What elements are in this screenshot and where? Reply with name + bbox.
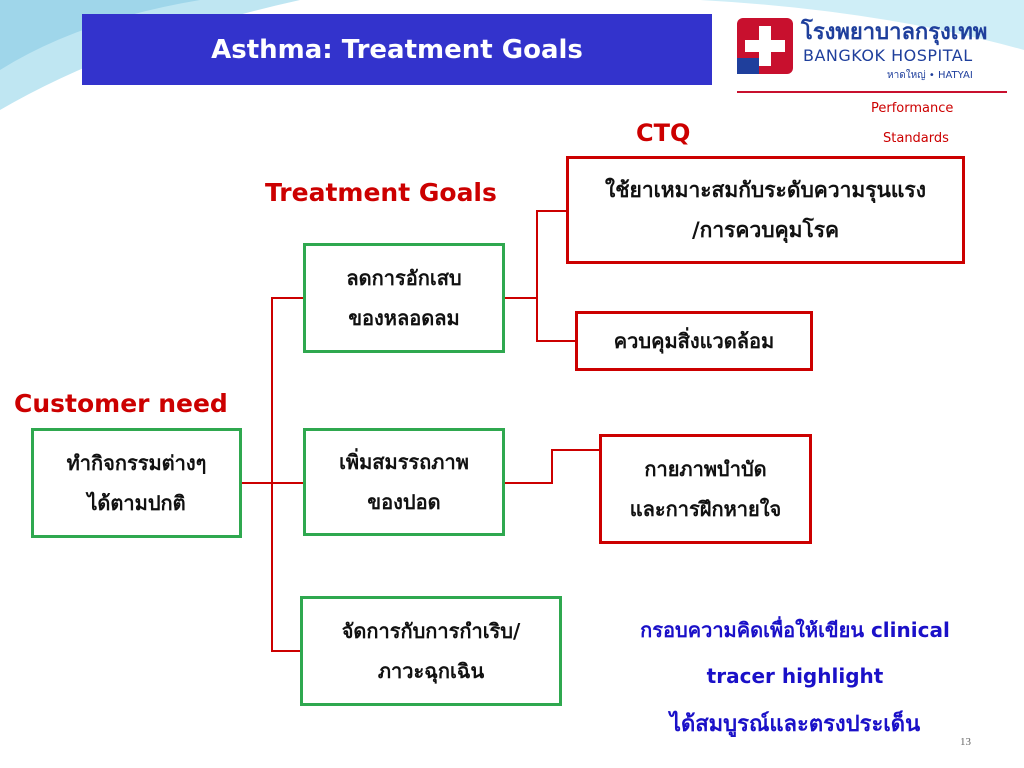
customer-need-heading: Customer need [14, 389, 228, 418]
background-decoration [0, 0, 1024, 110]
logo-branch: หาดใหญ่ • HATYAI [887, 70, 973, 81]
goal-2-line-1: เพิ่มสมรรถภาพ [339, 450, 469, 474]
goal-box-exacerbation: จัดการกับการกำเริบ/ ภาวะฉุกเฉิน [300, 596, 562, 706]
hospital-cross-icon [737, 18, 793, 74]
page-number: 13 [960, 736, 971, 748]
caption-line-1: กรอบความคิดเพื่อให้เขียน clinical [640, 618, 950, 642]
goal-3-line-1: จัดการกับการกำเริบ/ [341, 619, 521, 643]
ctq-box-physiotherapy: กายภาพบำบัด และการฝึกหายใจ [599, 434, 812, 544]
ctq-1-line-1: ใช้ยาเหมาะสมกับระดับความรุนแรง [605, 178, 926, 202]
goal-1-line-2: ของหลอดลม [348, 306, 460, 330]
hospital-logo: โรงพยาบาลกรุงเทพ BANGKOK HOSPITAL หาดใหญ… [737, 14, 1007, 94]
ctq-heading: CTQ [636, 119, 691, 147]
goal-2-line-2: ของปอด [367, 490, 441, 514]
logo-name-english: BANGKOK HOSPITAL [803, 46, 973, 65]
ctq-box-environment: ควบคุมสิ่งแวดล้อม [575, 311, 813, 371]
goal-box-reduce-inflammation: ลดการอักเสบ ของหลอดลม [303, 243, 505, 353]
goal-3-line-2: ภาวะฉุกเฉิน [377, 659, 485, 683]
caption-line-2: tracer highlight [706, 664, 884, 688]
ctq-3-line-1: กายภาพบำบัด [644, 457, 767, 481]
caption-line-3: ได้สมบูรณ์และตรงประเด็น [669, 712, 921, 737]
ctq-1-line-2: /การควบคุมโรค [691, 218, 840, 242]
customer-need-line-2: ได้ตามปกติ [87, 491, 186, 515]
logo-name-thai: โรงพยาบาลกรุงเทพ [801, 20, 988, 45]
performance-label: Performance [871, 101, 954, 116]
standards-label: Standards [883, 131, 949, 146]
ctq-2-line-1: ควบคุมสิ่งแวดล้อม [613, 329, 775, 353]
ctq-3-line-2: และการฝึกหายใจ [629, 497, 782, 521]
customer-need-box: ทำกิจกรรมต่างๆ ได้ตามปกติ [31, 428, 242, 538]
goal-box-lung-capacity: เพิ่มสมรรถภาพ ของปอด [303, 428, 505, 536]
logo-divider [737, 91, 1007, 93]
customer-need-line-1: ทำกิจกรรมต่างๆ [66, 451, 207, 475]
treatment-goals-heading: Treatment Goals [265, 178, 497, 207]
title-bar: Asthma: Treatment Goals [82, 14, 712, 85]
slide-title: Asthma: Treatment Goals [211, 34, 583, 65]
goal-1-line-1: ลดการอักเสบ [346, 266, 462, 290]
ctq-box-medication: ใช้ยาเหมาะสมกับระดับความรุนแรง /การควบคุ… [566, 156, 965, 264]
